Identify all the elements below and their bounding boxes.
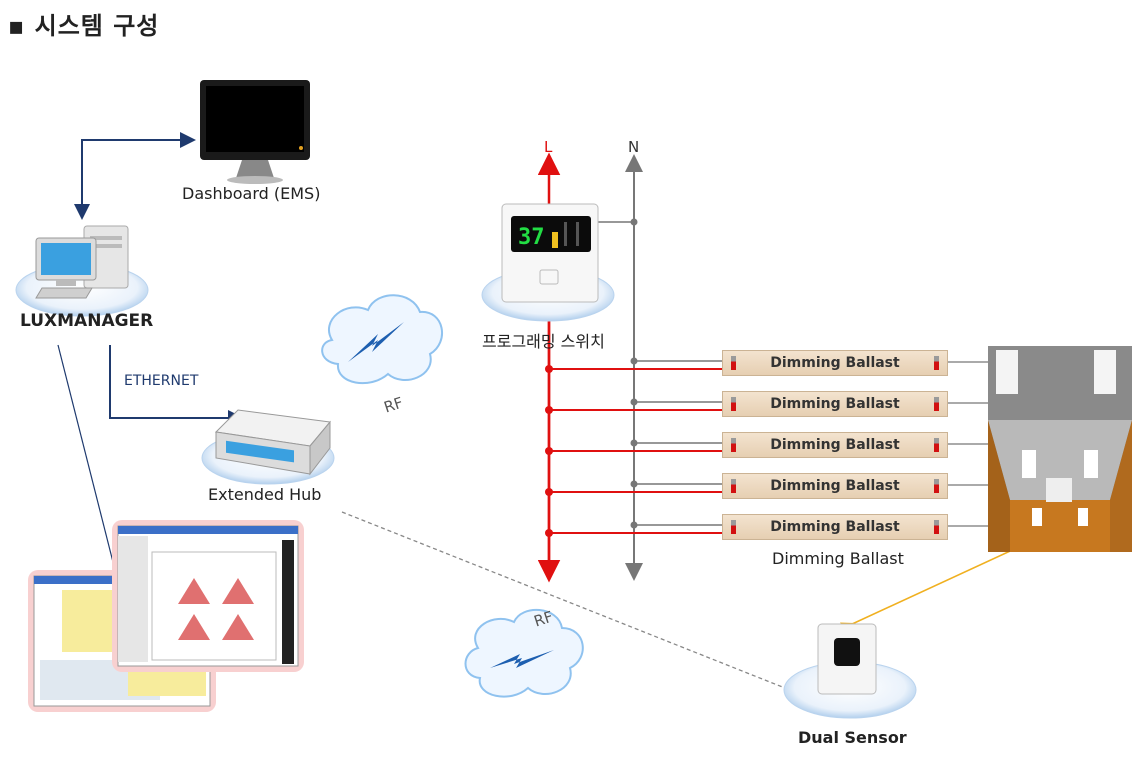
hub-label: Extended Hub <box>208 485 322 504</box>
dashboard-label: Dashboard (EMS) <box>182 184 321 203</box>
ballast-terminal-icon <box>731 438 736 452</box>
live-label: L <box>544 138 553 156</box>
ballast-terminal-icon <box>731 520 736 534</box>
switch-label: 프로그래밍 스위치 <box>482 332 605 351</box>
ballast-terminal-icon <box>731 356 736 370</box>
ballast-label: Dimming Ballast <box>770 355 900 371</box>
hub-icon <box>214 409 331 476</box>
ballast-terminal-icon <box>731 397 736 411</box>
rf-dashed-link <box>341 511 791 691</box>
svg-text:37: 37 <box>518 225 545 250</box>
luxmanager-label: LUXMANAGER <box>20 311 154 331</box>
computer-icon <box>35 225 129 299</box>
ethernet-link <box>109 345 244 426</box>
dimming-ballast: Dimming Ballast <box>722 350 948 376</box>
rf-cloud-icon-1 <box>321 294 443 384</box>
ballast-terminal-icon <box>934 520 939 534</box>
ballast-terminal-icon <box>934 438 939 452</box>
page-title: ▪ 시스템 구성 <box>8 12 160 40</box>
ballast-label: Dimming Ballast <box>770 396 900 412</box>
rf-cloud-icon-2 <box>464 608 584 698</box>
dashboard-link <box>81 132 196 212</box>
ballast-label: Dimming Ballast <box>770 478 900 494</box>
ballast-terminal-icon <box>934 479 939 493</box>
dimming-ballast: Dimming Ballast <box>722 473 948 499</box>
dual-sensor-icon <box>817 623 877 695</box>
dimming-ballast: Dimming Ballast <box>722 391 948 417</box>
ballast-terminal-icon <box>934 356 939 370</box>
ethernet-label: ETHERNET <box>124 373 199 389</box>
ballast-label: Dimming Ballast <box>770 437 900 453</box>
dimming-ballast: Dimming Ballast <box>722 514 948 540</box>
ballast-feeds <box>545 357 988 537</box>
neutral-label: N <box>628 138 640 156</box>
dimming-ballast: Dimming Ballast <box>722 432 948 458</box>
ceiling-image <box>988 346 1132 552</box>
ballast-label: Dimming Ballast <box>770 519 900 535</box>
dimming-ballast-group-label: Dimming Ballast <box>772 549 904 568</box>
dual-sensor-label: Dual Sensor <box>798 728 907 747</box>
monitor-icon <box>200 80 310 184</box>
ballast-terminal-icon <box>934 397 939 411</box>
software-link <box>57 344 116 571</box>
programming-switch-icon: 37 <box>501 203 599 303</box>
software-screenshot-front <box>112 520 304 672</box>
ballast-terminal-icon <box>731 479 736 493</box>
